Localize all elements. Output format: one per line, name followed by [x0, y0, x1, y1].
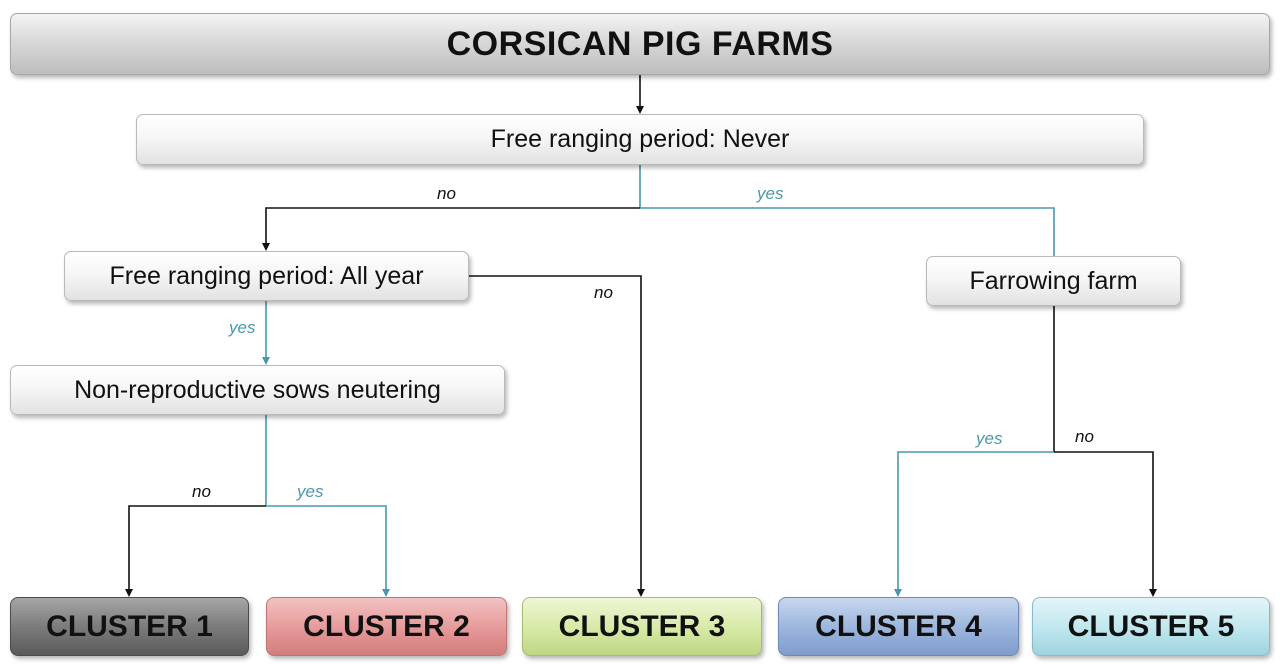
edge-neuter-yes	[266, 505, 390, 597]
edge-label-neuter-no: no	[192, 482, 211, 501]
edge-farrow-yes	[894, 451, 1054, 597]
cluster-2-box: CLUSTER 2	[266, 597, 507, 656]
edge-neuter-no	[125, 505, 266, 597]
edge-label-farrow-yes: yes	[976, 429, 1003, 448]
edge-never-yes	[640, 207, 1055, 256]
cluster-3-box: CLUSTER 3	[522, 597, 762, 656]
question-sows-neutering: Non-reproductive sows neutering	[10, 365, 505, 415]
diagram-title: CORSICAN PIG FARMS	[10, 13, 1270, 75]
edge-never-no	[262, 207, 640, 251]
edge-label-allyear-yes: yes	[229, 318, 256, 337]
question-farrowing-farm: Farrowing farm	[926, 256, 1181, 306]
edge-allyear-no	[469, 275, 645, 597]
edge-label-never-no: no	[437, 184, 456, 203]
question-free-ranging-never: Free ranging period: Never	[136, 114, 1144, 165]
cluster-4-box: CLUSTER 4	[778, 597, 1019, 656]
edge-label-farrow-no: no	[1075, 427, 1094, 446]
cluster-5-box: CLUSTER 5	[1032, 597, 1270, 656]
question-free-ranging-all-year: Free ranging period: All year	[64, 251, 469, 301]
cluster-1-box: CLUSTER 1	[10, 597, 249, 656]
edge-label-neuter-yes: yes	[297, 482, 324, 501]
edge-label-never-yes: yes	[757, 184, 784, 203]
edge-farrow-no	[1054, 451, 1157, 597]
edge-label-allyear-no: no	[594, 283, 613, 302]
